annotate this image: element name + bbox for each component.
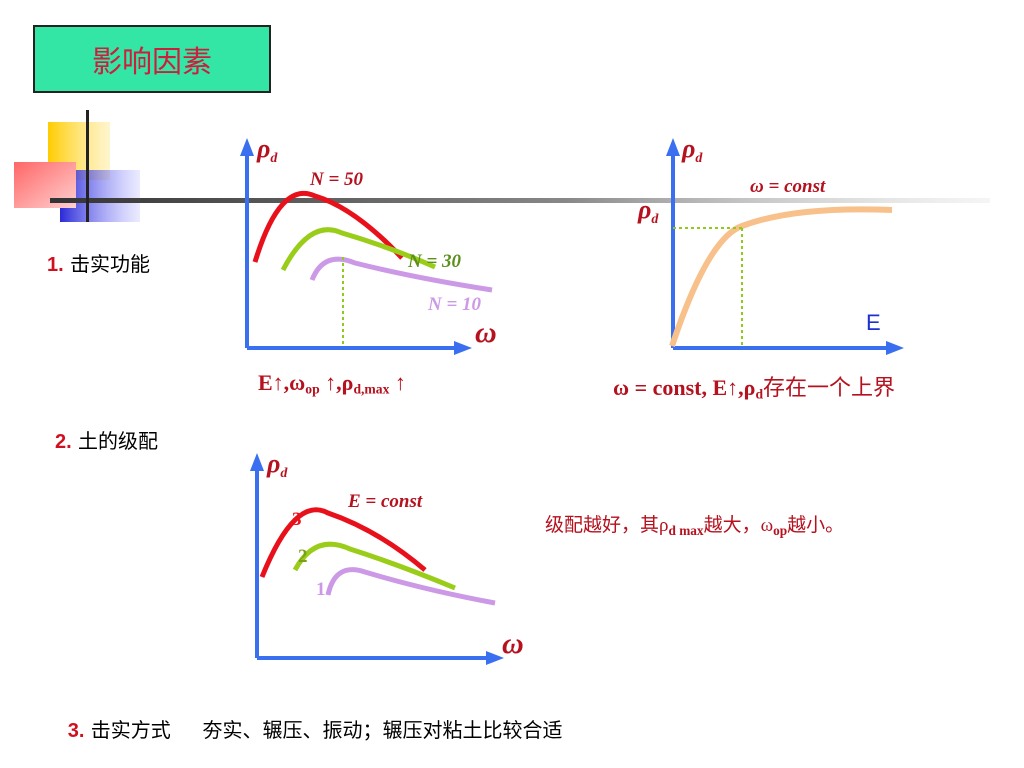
label-n30: N = 30 <box>407 251 462 272</box>
y-axis-arrow-icon <box>666 138 680 156</box>
mid-label: ρd <box>637 195 659 227</box>
chart-compaction-energy: ρd ω N = 50 N = 30 N = 10 <box>240 134 497 355</box>
x-axis-arrow-icon <box>886 341 904 355</box>
y-axis-arrow-icon <box>250 453 264 471</box>
decorative-logo <box>14 110 990 222</box>
chart1-caption: E↑,ωop ↑,ρd,max ↑ <box>258 370 406 397</box>
chart2-caption: ω = const, E↑,ρd存在一个上界 <box>613 370 895 402</box>
section-3-number: 3. <box>67 720 85 742</box>
caption2-sub1: d <box>755 386 764 402</box>
curve-1 <box>325 567 496 606</box>
chart-gradation: ρd ω E = const 3 2 1 <box>250 449 524 665</box>
note-sub2: op <box>773 522 788 538</box>
caption1-sub2: d,max <box>353 381 390 397</box>
y-axis-label: ρd <box>256 134 278 166</box>
label-curve-2: 2 <box>298 546 308 567</box>
curve-n50 <box>252 190 404 263</box>
note-sub1: d max <box>668 522 704 538</box>
x-axis-arrow-icon <box>454 341 472 355</box>
section-2-text: 土的级配 <box>71 429 159 453</box>
x-axis-arrow-icon <box>486 651 504 665</box>
x-axis-label: ω <box>502 627 524 660</box>
y-axis-label: ρd <box>266 449 288 481</box>
slide-title: 影响因素 <box>33 25 271 93</box>
label-e-const: E = const <box>347 491 423 512</box>
section-3-text: 击实方式 夯实、辗压、振动；辗压对粘土比较合适 <box>84 718 563 742</box>
section-1-text: 击实功能 <box>63 252 151 276</box>
curve-3 <box>259 507 427 578</box>
label-n50: N = 50 <box>309 169 364 190</box>
section-2-number: 2. <box>55 431 72 453</box>
caption2-part1: ω = const, E↑,ρ <box>613 375 756 400</box>
x-axis-label: ω <box>475 316 497 349</box>
note-part3: 越小。 <box>787 515 845 536</box>
section-1-number: 1. <box>47 254 64 276</box>
section-3: 3. 击实方式 夯实、辗压、振动；辗压对粘土比较合适 <box>55 690 563 743</box>
section-2: 2. 土的级配 <box>55 425 158 454</box>
note-part2: 越大，ω <box>703 515 774 536</box>
note-part1: 级配越好，其ρ <box>545 515 669 536</box>
curve-n10 <box>309 256 493 293</box>
caption2-part2: 存在一个上界 <box>763 375 896 400</box>
section-1: 1. 击实功能 <box>47 248 150 277</box>
curve-2 <box>292 541 456 591</box>
gradation-note: 级配越好，其ρd max越大，ωop越小。 <box>545 510 844 539</box>
curve-n30 <box>280 227 437 272</box>
label-const-omega: ω = const <box>750 176 826 197</box>
caption1-sub1: op <box>305 381 320 397</box>
chart-energy-vs-density: ρd ρd E ω = const <box>637 134 904 355</box>
caption1-part2: ↑,ρ <box>319 370 354 395</box>
curve-const-omega <box>669 206 893 347</box>
label-n10: N = 10 <box>427 294 482 315</box>
label-curve-1: 1 <box>316 579 326 600</box>
label-curve-3: 3 <box>292 509 302 530</box>
y-axis-arrow-icon <box>240 138 254 156</box>
caption1-part1: E↑,ω <box>258 370 306 395</box>
caption1-part3: ↑ <box>389 370 406 395</box>
x-axis-label: E <box>866 310 881 335</box>
y-axis-label: ρd <box>681 134 703 166</box>
